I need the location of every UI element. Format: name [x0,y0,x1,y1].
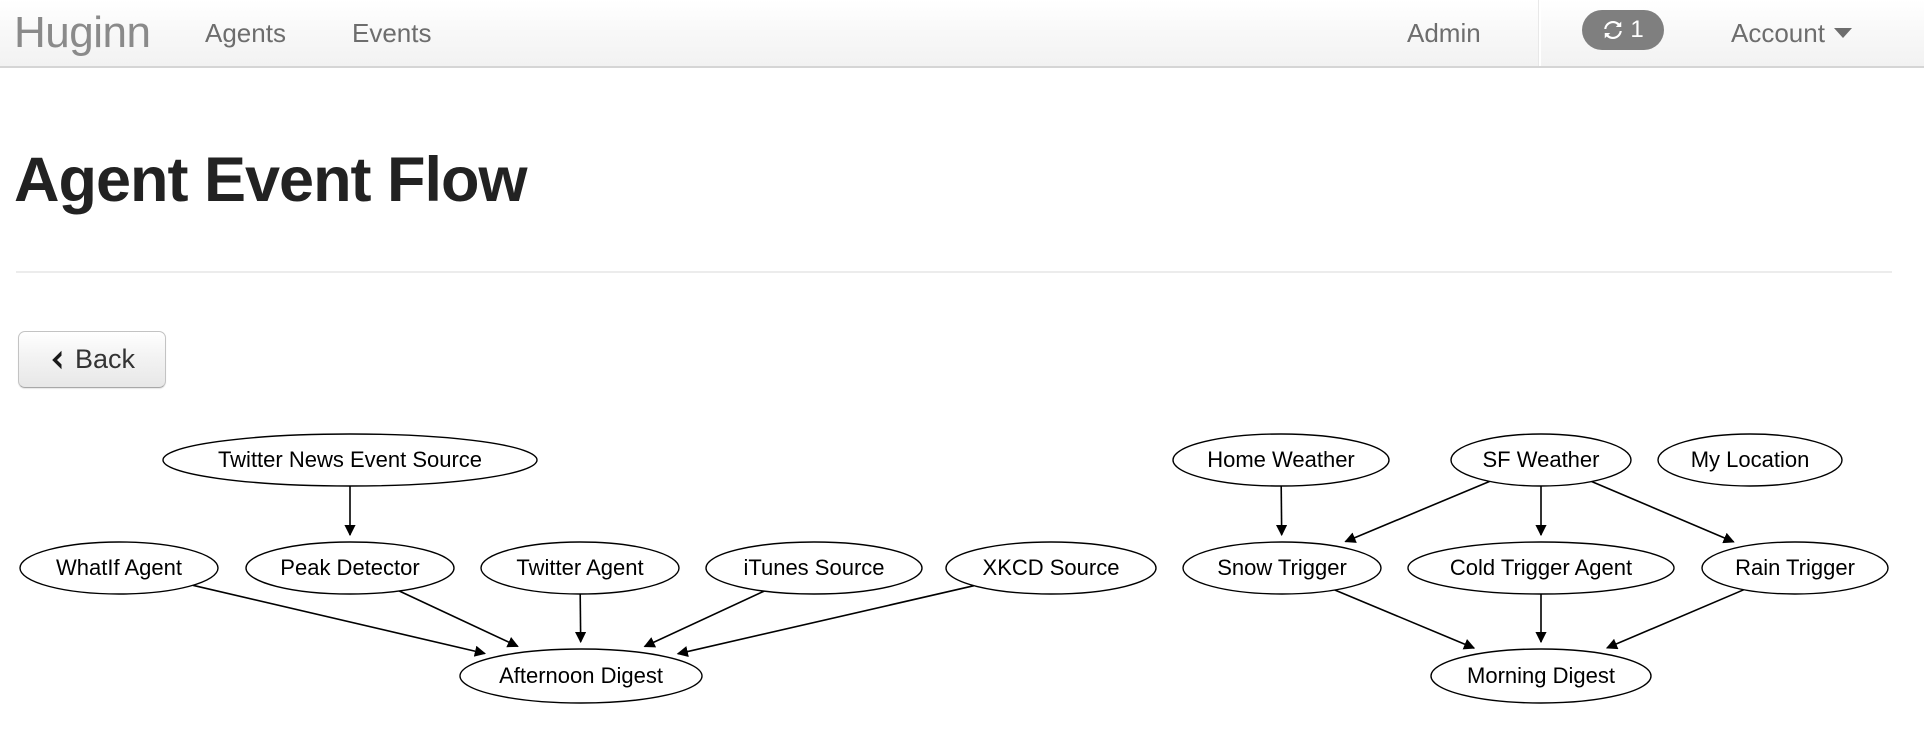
graph-node-morning_digest[interactable]: Morning Digest [1430,648,1652,704]
chevron-down-icon [1833,28,1852,38]
graph-node-afternoon_digest[interactable]: Afternoon Digest [459,648,703,704]
node-shape [705,541,923,595]
worker-status-badge[interactable]: 1 [1582,10,1664,50]
node-shape [459,648,703,704]
node-shape [245,541,455,595]
graph-edge-itunes_source-to-afternoon_digest [643,590,765,648]
worker-count: 1 [1630,16,1644,43]
nav-item-agents[interactable]: Agents [205,18,286,48]
node-shape [162,433,538,487]
graph-node-twitter_agent[interactable]: Twitter Agent [480,541,680,595]
back-button[interactable]: Back [18,331,166,388]
node-shape [1430,648,1652,704]
node-label: Twitter Agent [516,555,643,580]
node-label: My Location [1691,447,1810,472]
graph-edge-home_weather-to-snow_trigger [1275,485,1288,537]
node-shape [19,541,219,595]
navbar-divider [1538,0,1541,66]
node-label: Afternoon Digest [499,663,663,688]
graph-edge-peak_detector-to-afternoon_digest [398,590,519,648]
node-label: Home Weather [1207,447,1355,472]
brand-logo-huginn[interactable]: Huginn [14,8,151,57]
node-label: Cold Trigger Agent [1450,555,1632,580]
node-shape [1657,433,1843,487]
page-title: Agent Event Flow [14,145,528,215]
graph-edge-sf_weather-to-rain_trigger [1591,480,1735,544]
node-label: SF Weather [1483,447,1600,472]
node-label: Morning Digest [1467,663,1615,688]
chevron-left-icon [49,350,63,370]
node-label: XKCD Source [983,555,1120,580]
node-shape [945,541,1157,595]
graph-node-twitter_news_event_source[interactable]: Twitter News Event Source [162,433,538,487]
graph-node-my_location[interactable]: My Location [1657,433,1843,487]
graph-edge-twitter_agent-to-afternoon_digest [574,593,587,644]
node-shape [1701,541,1889,595]
graph-edge-xkcd_source-to-afternoon_digest [676,584,975,657]
node-shape [1407,541,1675,595]
graph-edge-sf_weather-to-snow_trigger [1344,480,1491,543]
graph-node-peak_detector[interactable]: Peak Detector [245,541,455,595]
account-menu[interactable]: Account [1731,10,1852,56]
node-label: WhatIf Agent [56,555,182,580]
graph-edge-rain_trigger-to-morning_digest [1605,588,1745,650]
node-shape [1182,541,1382,595]
graph-node-itunes_source[interactable]: iTunes Source [705,541,923,595]
node-shape [1450,433,1632,487]
account-menu-label: Account [1731,18,1825,48]
graph-node-rain_trigger[interactable]: Rain Trigger [1701,541,1889,595]
navbar-inner: Huginn Agents Events Admin 1 Account [0,0,1924,66]
top-navbar: Huginn Agents Events Admin 1 Account [0,0,1924,68]
node-shape [480,541,680,595]
graph-node-home_weather[interactable]: Home Weather [1172,433,1390,487]
graph-node-whatif_agent[interactable]: WhatIf Agent [19,541,219,595]
graph-node-snow_trigger[interactable]: Snow Trigger [1182,541,1382,595]
graph-node-cold_trigger_agent[interactable]: Cold Trigger Agent [1407,541,1675,595]
graph-edge-snow_trigger-to-morning_digest [1334,589,1476,650]
node-label: Snow Trigger [1217,555,1347,580]
nav-item-events[interactable]: Events [352,18,432,48]
graph-edges [192,480,1745,657]
graph-node-xkcd_source[interactable]: XKCD Source [945,541,1157,595]
graph-node-sf_weather[interactable]: SF Weather [1450,433,1632,487]
graph-edge-whatif_agent-to-afternoon_digest [192,584,486,657]
node-shape [1172,433,1390,487]
node-label: iTunes Source [743,555,884,580]
refresh-icon [1602,19,1624,41]
title-divider [16,271,1892,273]
node-label: Peak Detector [280,555,419,580]
nav-item-admin[interactable]: Admin [1407,18,1481,48]
node-label: Twitter News Event Source [218,447,482,472]
node-label: Rain Trigger [1735,555,1855,580]
back-button-label: Back [74,344,136,374]
